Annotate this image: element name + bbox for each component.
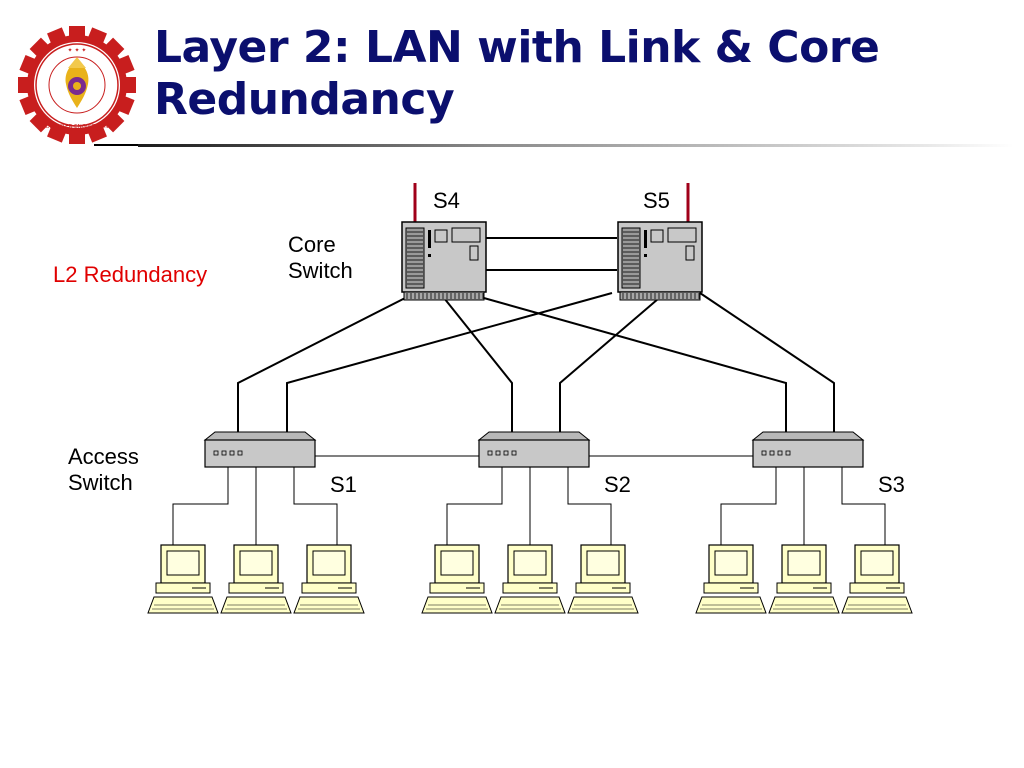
access-switch-s2-label: S2 — [604, 472, 631, 497]
link-s5-s1 — [286, 292, 613, 432]
network-devices — [147, 221, 913, 614]
title-divider — [94, 144, 1014, 147]
computer-s1-1 — [147, 544, 219, 614]
access-switch-s2 — [477, 431, 591, 468]
access-switch-label: Access Switch — [68, 444, 139, 495]
redundancy-label: L2 Redundancy — [53, 262, 208, 287]
link-s4-s2 — [439, 292, 513, 432]
pc-link-s1-1 — [172, 467, 229, 545]
link-s4-s3 — [465, 292, 787, 432]
pc-link-s2-3 — [567, 467, 612, 545]
page-title: Layer 2: LAN with Link & Core Redundancy — [154, 22, 1014, 126]
core-switch-s4-label: S4 — [433, 188, 460, 213]
title-line-2: Redundancy — [154, 74, 455, 125]
link-s5-s2 — [559, 292, 666, 432]
pc-link-s3-1 — [720, 467, 777, 545]
access-switch-s3-label: S3 — [878, 472, 905, 497]
title-line-1: Layer 2: LAN with Link & Core — [154, 22, 880, 73]
university-seal-icon: ✦ ✦ ✦ COMPUTER ENGINEERING — [18, 26, 136, 144]
link-s4-s1 — [237, 292, 416, 432]
core-switch-s4 — [401, 221, 487, 301]
computer-s3-3 — [841, 544, 913, 614]
link-s5-s3 — [699, 292, 835, 432]
access-switch-s3 — [751, 431, 865, 468]
network-links — [172, 183, 886, 545]
computer-s2-1 — [421, 544, 493, 614]
pc-link-s1-3 — [293, 467, 338, 545]
access-switch-s1 — [203, 431, 317, 468]
svg-text:COMPUTER ENGINEERING: COMPUTER ENGINEERING — [41, 124, 112, 130]
computer-s1-3 — [293, 544, 365, 614]
pc-link-s2-1 — [446, 467, 503, 545]
computer-s1-2 — [220, 544, 292, 614]
pc-link-s3-3 — [841, 467, 886, 545]
access-switch-s1-label: S1 — [330, 472, 357, 497]
computer-s3-2 — [768, 544, 840, 614]
computer-s2-3 — [567, 544, 639, 614]
computer-s3-1 — [695, 544, 767, 614]
core-switch-s5-label: S5 — [643, 188, 670, 213]
svg-text:✦ ✦ ✦: ✦ ✦ ✦ — [68, 47, 87, 54]
core-switch-s5 — [617, 221, 703, 301]
computer-s2-2 — [494, 544, 566, 614]
core-switch-label: Core Switch — [288, 232, 353, 283]
